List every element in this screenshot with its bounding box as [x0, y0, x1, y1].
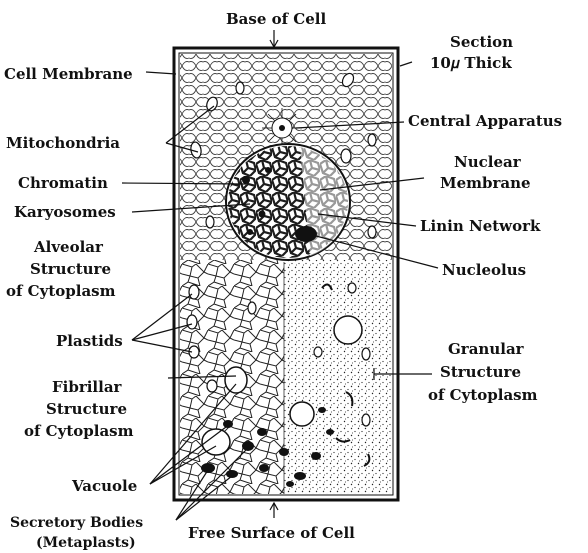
label-secretory-bodies: Secretory Bodies — [10, 515, 143, 531]
label-vacuole: Vacuole — [71, 477, 137, 495]
label-granular-structure: Structure — [440, 363, 521, 381]
label-nucleolus: Nucleolus — [442, 261, 526, 279]
label-fibrillar: Fibrillar — [52, 378, 123, 396]
label-base-of-cell: Base of Cell — [226, 10, 326, 28]
label-section-thick: 10𝜇 Thick — [430, 54, 512, 72]
granular-cytoplasm — [284, 260, 392, 494]
label-metaplasts: (Metaplasts) — [36, 535, 136, 551]
label-central-apparatus: Central Apparatus — [408, 112, 562, 130]
nucleolus-body — [295, 226, 317, 242]
label-karyosomes: Karyosomes — [14, 203, 116, 221]
label-alveolar-structure: Structure — [30, 260, 111, 278]
label-section: Section — [450, 33, 513, 51]
label-free-surface: Free Surface of Cell — [188, 524, 355, 542]
label-nuclear-membrane: Membrane — [440, 174, 531, 192]
label-fibrillar-cytoplasm: of Cytoplasm — [24, 422, 134, 440]
label-nuclear: Nuclear — [454, 153, 522, 171]
nucleus — [226, 144, 350, 260]
label-granular: Granular — [448, 340, 525, 358]
label-alveolar: Alveolar — [33, 238, 104, 256]
cell-body — [174, 48, 398, 500]
label-fibrillar-structure: Structure — [46, 400, 127, 418]
label-granular-cytoplasm: of Cytoplasm — [428, 386, 538, 404]
label-plastids: Plastids — [56, 332, 123, 350]
label-chromatin: Chromatin — [18, 174, 108, 192]
label-alveolar-cytoplasm: of Cytoplasm — [6, 282, 116, 300]
label-mitochondria: Mitochondria — [6, 134, 120, 152]
label-linin-network: Linin Network — [420, 217, 541, 235]
label-cell-membrane: Cell Membrane — [4, 65, 133, 83]
